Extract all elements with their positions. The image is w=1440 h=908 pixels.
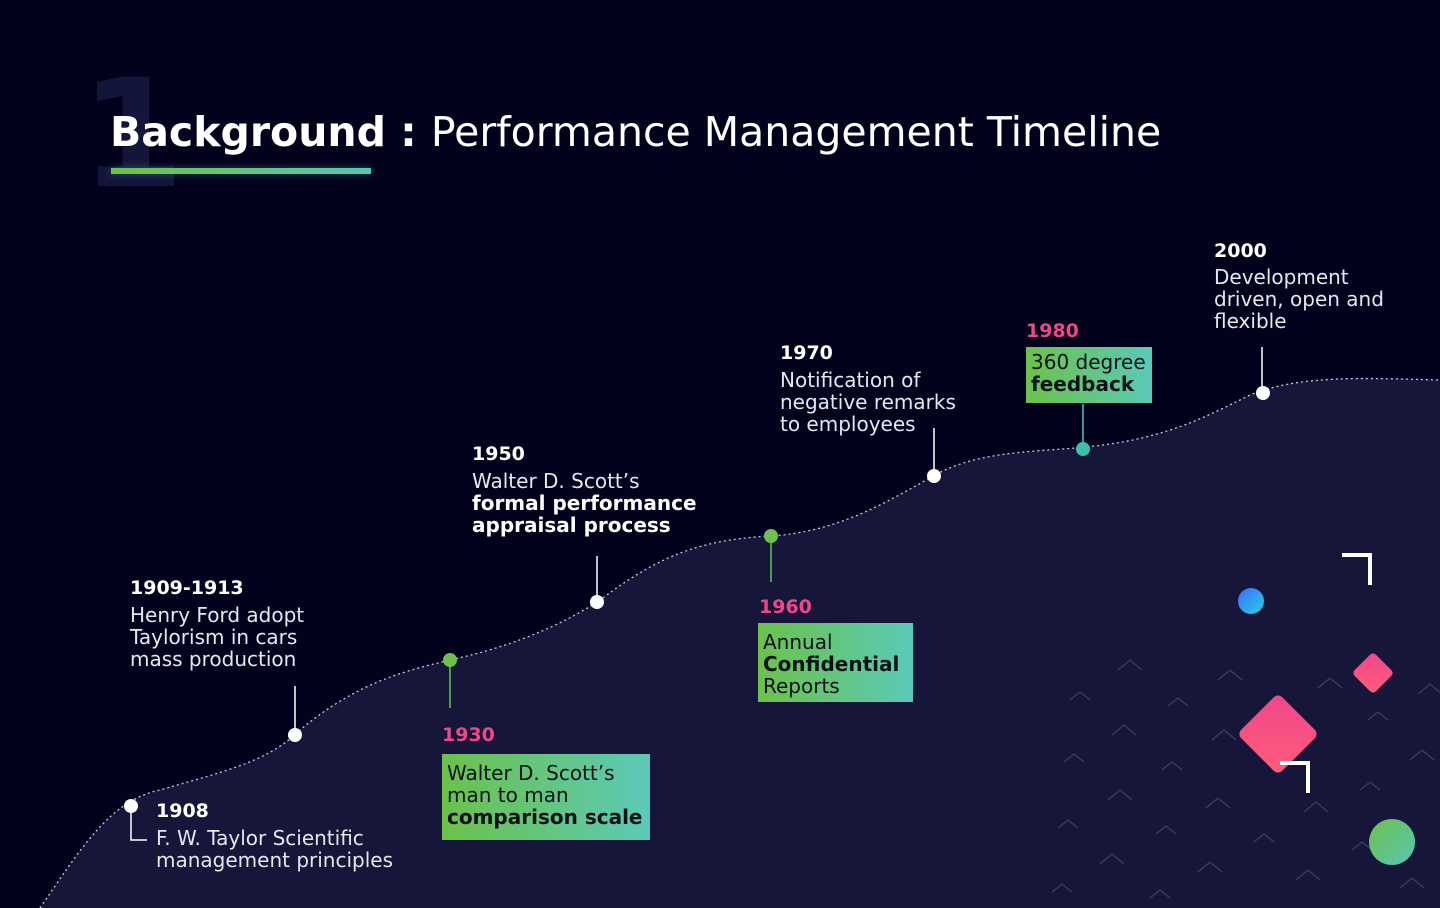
dot-1960 bbox=[764, 529, 778, 543]
box-line-bold: Confidential bbox=[763, 652, 900, 676]
desc-line: Henry Ford adopt bbox=[130, 603, 305, 627]
desc-1950: Walter D. Scott’s formal performance app… bbox=[472, 470, 697, 536]
title-rest: Performance Management Timeline bbox=[430, 108, 1162, 156]
page-title: Background : Performance Management Time… bbox=[110, 108, 1161, 156]
box-1930: Walter D. Scott’s man to man comparison … bbox=[442, 754, 650, 840]
desc-line-bold: appraisal process bbox=[472, 513, 671, 537]
box-1960: Annual Confidential Reports bbox=[758, 623, 913, 702]
box-line-bold: comparison scale bbox=[447, 805, 643, 829]
desc-line: Walter D. Scott’s bbox=[472, 469, 640, 493]
desc-line: driven, open and bbox=[1214, 287, 1384, 311]
box-1980: 360 degree feedback bbox=[1026, 347, 1152, 403]
pink-diamond-small bbox=[1353, 653, 1393, 693]
pink-diamond-large bbox=[1239, 695, 1317, 773]
connector-1908 bbox=[130, 808, 147, 841]
year-1930: 1930 bbox=[442, 724, 495, 746]
dot-1970 bbox=[927, 469, 941, 483]
box-line: Walter D. Scott’s bbox=[447, 761, 615, 785]
title-bold: Background bbox=[110, 108, 386, 156]
box-line: 360 degree bbox=[1031, 350, 1146, 374]
dot-2000 bbox=[1256, 386, 1270, 400]
title-underline bbox=[111, 168, 371, 174]
dot-1980 bbox=[1076, 442, 1090, 456]
dot-1930 bbox=[443, 653, 457, 667]
desc-1909-1913: Henry Ford adopt Taylorism in cars mass … bbox=[130, 604, 304, 670]
chevron-pattern bbox=[1051, 659, 1440, 899]
desc-1908: F. W. Taylor Scientific management princ… bbox=[156, 827, 393, 871]
year-2000: 2000 bbox=[1214, 240, 1267, 262]
desc-1970: Notification of negative remarks to empl… bbox=[780, 369, 956, 435]
dot-1908 bbox=[124, 799, 138, 813]
hill-shape bbox=[40, 378, 1440, 908]
title-separator: : bbox=[385, 108, 431, 156]
box-line: man to man bbox=[447, 783, 569, 807]
year-1909-1913: 1909-1913 bbox=[130, 577, 244, 599]
corner-bracket-top bbox=[1342, 553, 1372, 585]
year-1908: 1908 bbox=[156, 800, 209, 822]
desc-line: negative remarks bbox=[780, 390, 956, 414]
year-1980: 1980 bbox=[1026, 320, 1079, 342]
box-line-bold: feedback bbox=[1031, 372, 1135, 396]
dot-1950 bbox=[590, 595, 604, 609]
desc-line: mass production bbox=[130, 647, 297, 671]
desc-line: Notification of bbox=[780, 368, 921, 392]
desc-line: Taylorism in cars bbox=[130, 625, 298, 649]
desc-line-bold: formal performance bbox=[472, 491, 697, 515]
year-1950: 1950 bbox=[472, 443, 525, 465]
section-number: 1 bbox=[80, 48, 185, 222]
desc-line: F. W. Taylor Scientific bbox=[156, 826, 364, 850]
dot-1909 bbox=[288, 728, 302, 742]
timeline-curve bbox=[39, 377, 1440, 908]
desc-line: Development bbox=[1214, 265, 1349, 289]
desc-line: flexible bbox=[1214, 309, 1287, 333]
desc-line: to employees bbox=[780, 412, 916, 436]
desc-2000: Development driven, open and flexible bbox=[1214, 266, 1384, 332]
year-1970: 1970 bbox=[780, 342, 833, 364]
corner-bracket-bottom bbox=[1280, 761, 1310, 793]
year-1960: 1960 bbox=[759, 596, 812, 618]
green-circle-decoration bbox=[1369, 819, 1415, 865]
desc-line: management principles bbox=[156, 848, 394, 872]
box-line: Reports bbox=[763, 674, 840, 698]
box-line: Annual bbox=[763, 630, 833, 654]
blue-circle-decoration bbox=[1238, 588, 1264, 614]
